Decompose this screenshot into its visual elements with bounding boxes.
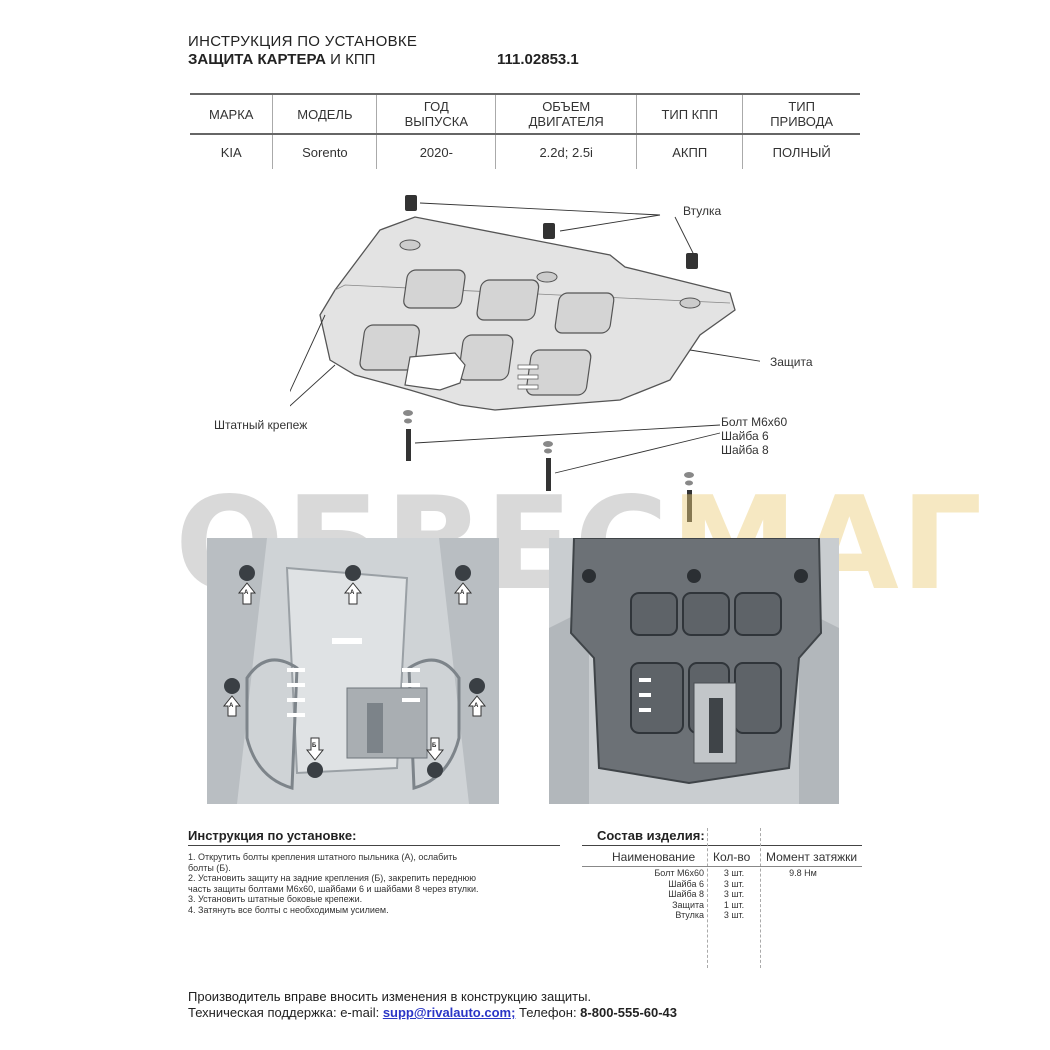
spec-data-row: KIA Sorento 2020- 2.2d; 2.5i АКПП ПОЛНЫЙ	[190, 134, 860, 169]
marker-a-1: А	[244, 590, 249, 596]
label-guard: Защита	[770, 355, 813, 369]
footer-support: Техническая поддержка: e-mail: supp@riva…	[188, 1005, 677, 1020]
composition-torque: 9.8 Нм	[789, 868, 817, 878]
bolt-icon	[403, 410, 694, 522]
composition-qty: 3 шт.	[723, 910, 745, 920]
label-hardware: Болт М6х60 Шайба 6 Шайба 8	[721, 415, 787, 457]
composition-name: Шайба 8	[668, 889, 704, 899]
composition-header-name: Наименование	[612, 850, 696, 864]
guard-plate	[319, 216, 736, 411]
composition-name: Втулка	[675, 910, 704, 920]
subtitle-rest: И КПП	[326, 51, 376, 68]
underbody-photo-icon	[207, 538, 499, 804]
support-email-link[interactable]: supp@rivalauto.com;	[382, 1005, 516, 1020]
support-label: Техническая поддержка: e-mail:	[188, 1005, 383, 1020]
label-washer8: Шайба 8	[721, 443, 769, 457]
col-gearbox: ТИП КПП	[636, 93, 743, 135]
composition-col-divider	[707, 828, 708, 968]
label-washer6: Шайба 6	[721, 429, 769, 443]
marker-b-2: Б	[432, 743, 437, 749]
support-phone: 8-800-555-60-43	[580, 1005, 678, 1020]
doc-title: ИНСТРУКЦИЯ ПО УСТАНОВКЕ	[188, 33, 418, 50]
step-line: 2. Установить защиту на задние крепления…	[188, 873, 476, 884]
composition-qtys: 3 шт. 3 шт. 3 шт. 1 шт. 3 шт.	[712, 868, 756, 921]
cell-engine: 2.2d; 2.5i	[495, 134, 637, 169]
marker-a-3: А	[460, 590, 465, 596]
composition-qty: 3 шт.	[723, 878, 745, 889]
cell-year: 2020-	[376, 134, 496, 169]
marker-a-5: А	[474, 703, 479, 709]
composition-header-qty: Кол-во	[713, 850, 751, 864]
composition-name: Шайба 6	[668, 878, 704, 889]
label-stock-fasteners: Штатный крепеж	[214, 418, 308, 432]
subtitle-bold: ЗАЩИТА КАРТЕРА	[188, 51, 326, 68]
cell-make: KIA	[220, 144, 242, 160]
composition-name: Защита	[672, 899, 704, 910]
step-line: 1. Открутить болты крепления штатного пы…	[188, 852, 458, 862]
composition-col-divider	[760, 828, 761, 968]
col-make: МАРКА	[190, 93, 273, 135]
leader-lines	[290, 202, 760, 474]
instructions-title: Инструкция по установке:	[188, 828, 357, 843]
step-line: 3. Установить штатные боковые крепежи.	[188, 894, 363, 905]
marker-a-4: А	[229, 703, 234, 709]
composition-names: Болт М6х60 Шайба 6 Шайба 8 Защита Втулка	[620, 868, 704, 921]
composition-name: Болт М6х60	[654, 868, 704, 878]
cell-model: Sorento	[272, 134, 377, 169]
composition-qty: 3 шт.	[723, 889, 745, 899]
photo-before-install: А А А А А Б Б	[207, 538, 499, 804]
cell-gearbox: АКПП	[636, 134, 743, 169]
marker-b-1: Б	[312, 743, 317, 749]
composition-title: Состав изделия:	[597, 828, 705, 843]
marker-a-2: А	[350, 590, 355, 596]
cell-drive: ПОЛНЫЙ	[742, 134, 860, 169]
guard-exploded-diagram	[290, 195, 760, 522]
footer-disclaimer: Производитель вправе вносить изменения в…	[188, 989, 592, 1004]
composition-qty: 1 шт.	[723, 899, 745, 910]
label-bushing: Втулка	[683, 204, 722, 218]
composition-header-divider	[582, 866, 862, 867]
photo-after-install	[549, 538, 839, 804]
composition-divider	[582, 845, 862, 846]
label-bolt: Болт М6х60	[721, 415, 788, 429]
col-model: МОДЕЛЬ	[272, 93, 377, 135]
step-line: 4. Затянуть все болты с необходимым усил…	[188, 904, 389, 915]
installed-guard-photo-icon	[549, 538, 839, 804]
step-line: болты (Б).	[188, 862, 231, 873]
composition-header-torque: Момент затяжки	[766, 850, 858, 864]
doc-number: 111.02853.1	[497, 51, 579, 68]
doc-subtitle: ЗАЩИТА КАРТЕРА И КПП	[188, 51, 375, 68]
instructions-steps: 1. Открутить болты крепления штатного пы…	[188, 852, 528, 916]
instructions-divider	[188, 845, 560, 846]
step-line: часть защиты болтами М6х60, шайбами 6 и …	[188, 883, 479, 894]
phone-label: Телефон:	[515, 1005, 581, 1020]
composition-qty: 3 шт.	[723, 868, 745, 878]
bushing-icon	[405, 195, 698, 269]
